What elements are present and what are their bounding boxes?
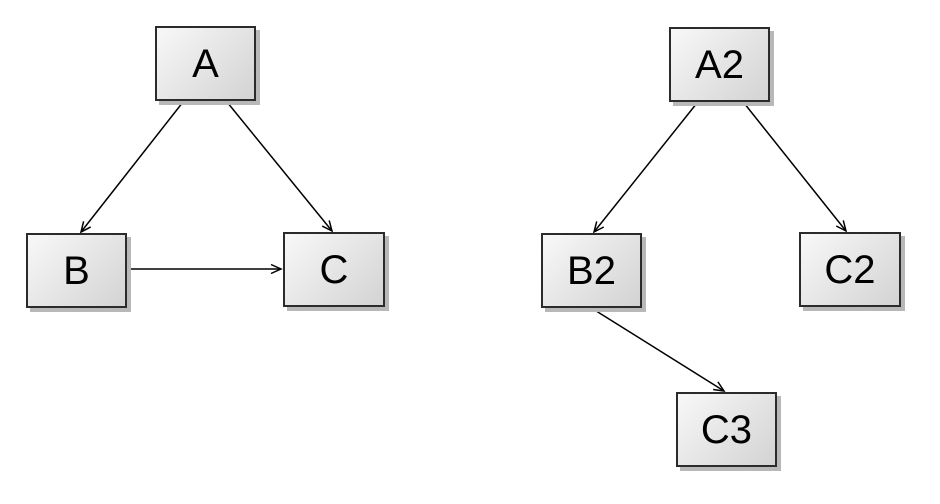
node-A2: A2 — [669, 27, 770, 102]
node-label: C3 — [700, 407, 753, 452]
edge-A-B — [79, 101, 184, 234]
node-label: B — [63, 248, 90, 293]
node-B: B — [26, 233, 127, 308]
edges-group — [79, 101, 848, 392]
node-A: A — [155, 26, 256, 101]
edge-A-C — [226, 101, 334, 233]
node-C: C — [283, 232, 385, 307]
node-label: A2 — [695, 42, 744, 87]
edge-A2-C2 — [743, 102, 848, 233]
node-label: C — [319, 247, 349, 292]
node-C2: C2 — [799, 232, 901, 307]
node-label: B2 — [567, 248, 616, 293]
node-C3: C3 — [676, 392, 777, 467]
node-label: A — [192, 41, 219, 86]
edge-B2-C3 — [592, 308, 726, 392]
edge-A2-B2 — [592, 102, 698, 234]
node-B2: B2 — [541, 233, 642, 308]
node-label: C2 — [824, 247, 876, 292]
